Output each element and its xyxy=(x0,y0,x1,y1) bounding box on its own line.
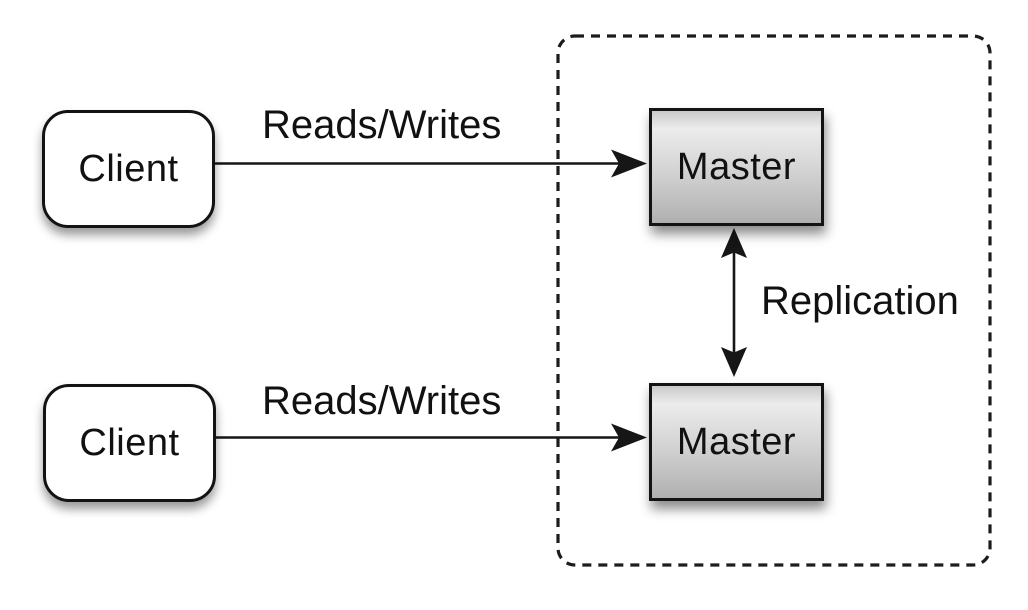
edge-label-reads-writes-bottom: Reads/Writes xyxy=(262,379,502,423)
reads-writes-arrow-bottom xyxy=(214,423,647,452)
node-client-bottom: Client xyxy=(43,384,216,502)
replication-cluster-border xyxy=(556,34,992,567)
node-client-top: Client xyxy=(42,110,215,228)
node-master-bottom-label: Master xyxy=(676,420,797,463)
edge-label-reads-writes-top: Reads/Writes xyxy=(262,103,502,147)
node-client-bottom-label: Client xyxy=(79,421,180,464)
node-master-top-label: Master xyxy=(676,145,797,188)
edge-label-replication: Replication xyxy=(761,279,959,323)
replication-arrow xyxy=(721,228,747,377)
reads-writes-arrow-top xyxy=(211,149,647,178)
node-master-bottom: Master xyxy=(649,383,824,501)
node-client-top-label: Client xyxy=(78,147,179,190)
node-master-top: Master xyxy=(649,108,824,226)
